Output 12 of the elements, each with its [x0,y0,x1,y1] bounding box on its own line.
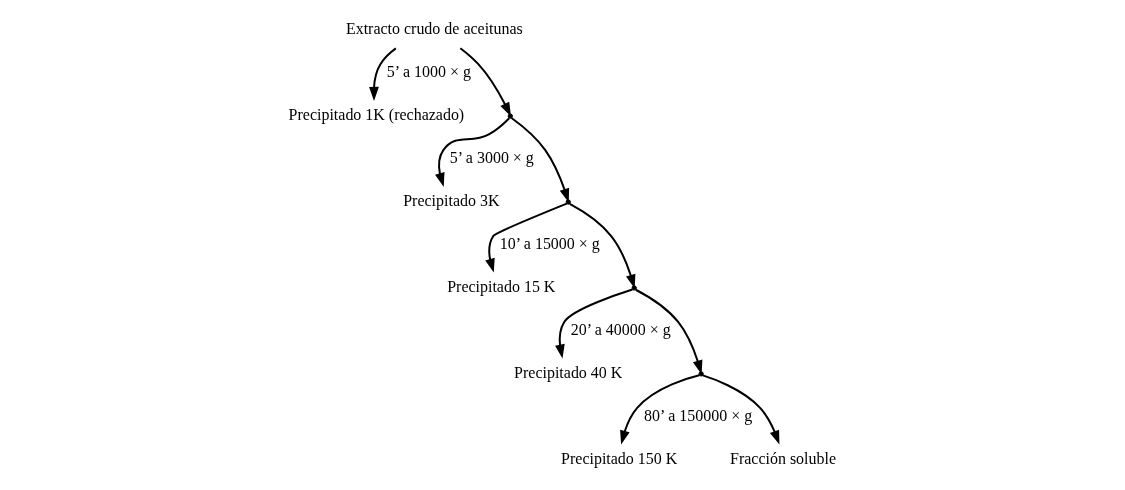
node-text: Precipitado 150 K [561,449,678,467]
edge-label: 5’ a 3000 × g [449,148,534,166]
node-text: Precipitado 40 K [514,363,623,381]
node-text: Precipitado 1K (rechazado) [288,105,465,123]
node-text: Extracto crudo de aceitunas [345,19,523,37]
node-text: Precipitado 15 K [447,277,556,295]
node-text: Fracción soluble [730,449,837,467]
edge-label: 20’ a 40000 × g [570,320,671,338]
edge-label: 5’ a 1000 × g [386,62,471,80]
edge-label: 10’ a 15000 × g [499,234,600,252]
edge-label: 80’ a 150000 × g [644,406,753,424]
node-text: Precipitado 3K [403,191,500,209]
